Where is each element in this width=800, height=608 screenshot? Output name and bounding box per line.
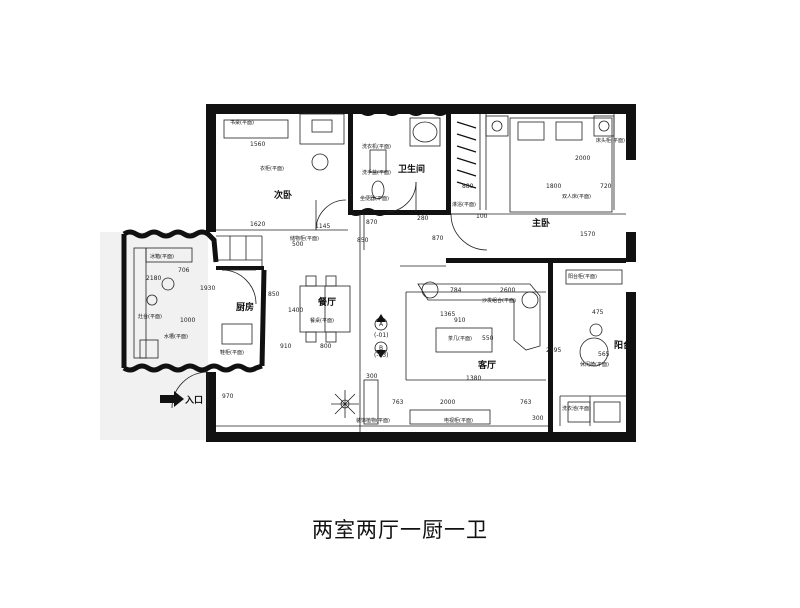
- dim: 1000: [180, 317, 195, 324]
- room-second-bedroom: 次卧: [274, 189, 292, 201]
- tag-basin: 洗手盆(平面): [362, 169, 391, 176]
- dim: 2600: [500, 287, 515, 294]
- dim: 2180: [146, 275, 161, 282]
- tag-wash-sink: 洗衣池(平面): [562, 405, 591, 412]
- room-dining: 餐厅: [317, 296, 336, 308]
- dim: 850: [268, 291, 280, 298]
- section-a-ref: (-01): [374, 332, 388, 339]
- section-b-ref: (-03): [374, 352, 388, 359]
- dim: 300: [532, 415, 544, 422]
- plan-caption: 两室两厅一厨一卫: [312, 518, 488, 542]
- room-bathroom: 卫生间: [398, 163, 425, 175]
- dim: 800: [320, 343, 332, 350]
- entry-arrow-icon: [160, 391, 184, 407]
- room-living: 客厅: [477, 359, 496, 371]
- dim: 850: [357, 237, 369, 244]
- furniture: [133, 113, 623, 425]
- tag-shower: 淋浴(平面): [452, 201, 476, 208]
- tag-bedside: 床头柜(平面): [596, 137, 625, 144]
- entry-label: 入口: [184, 395, 203, 406]
- dim: 870: [366, 219, 378, 226]
- tag-tea-table: 茶几(平面): [448, 335, 472, 342]
- dim: 910: [454, 317, 466, 324]
- tag-washer: 洗衣机(平面): [362, 143, 391, 150]
- dim: 565: [598, 351, 610, 358]
- tag-plant: 装饰植物(平面): [356, 417, 390, 424]
- dim: 1145: [315, 223, 330, 230]
- tag-cabinet: 储物柜(平面): [290, 235, 319, 242]
- tag-toilet: 坐便器(平面): [360, 195, 389, 202]
- bathroom-walls: [348, 108, 448, 216]
- dim: 300: [366, 373, 378, 380]
- dim: 100: [476, 213, 488, 220]
- tag-desk: 书桌(平面): [230, 119, 254, 126]
- tag-dining-table: 餐桌(平面): [310, 317, 334, 324]
- tag-sofa: 沙发组合(平面): [482, 297, 516, 304]
- dim: 1620: [250, 221, 265, 228]
- dim: 970: [222, 393, 234, 400]
- dim: 2395: [546, 347, 561, 354]
- dim: 706: [178, 267, 190, 274]
- dim: 880: [462, 183, 474, 190]
- kitchen-walls: [121, 229, 267, 373]
- dim: 763: [520, 399, 532, 406]
- dim: 784: [450, 287, 462, 294]
- dim: 1570: [580, 231, 595, 238]
- tag-tv-cabinet: 电视柜(平面): [444, 417, 473, 424]
- dim: 500: [292, 241, 304, 248]
- entry-shade: [100, 232, 208, 440]
- dim: 475: [592, 309, 604, 316]
- dim: 1560: [250, 141, 265, 148]
- doors: [171, 181, 488, 409]
- dim: 2000: [575, 155, 590, 162]
- furniture-tags: 书桌(平面) 衣柜(平面) 储物柜(平面) 洗衣机(平面) 洗手盆(平面) 坐便…: [138, 119, 625, 424]
- tag-wardrobe: 衣柜(平面): [260, 165, 284, 172]
- interior-lines: [216, 114, 626, 432]
- section-b-letter: B: [379, 345, 383, 352]
- walls: [206, 104, 636, 442]
- tag-fridge: 冰箱(平面): [150, 253, 174, 260]
- tag-stove: 灶台(平面): [138, 313, 162, 320]
- dim: 280: [417, 215, 429, 222]
- dim: 910: [280, 343, 292, 350]
- tag-shoe-cabinet: 鞋柜(平面): [220, 349, 244, 356]
- dim: 1800: [546, 183, 561, 190]
- dim: 1930: [200, 285, 215, 292]
- tag-leisure-chair: 休闲椅(平面): [580, 361, 609, 368]
- plant-icon: [331, 390, 359, 418]
- dim: 1365: [440, 311, 455, 318]
- tag-balcony-cabinet: 阳台柜(平面): [568, 273, 597, 280]
- tag-double-bed: 双人床(平面): [562, 193, 591, 200]
- room-balcony: 阳台: [614, 339, 632, 351]
- dim: 720: [600, 183, 612, 190]
- dim: 1380: [466, 375, 481, 382]
- room-master-bedroom: 主卧: [532, 217, 550, 229]
- tag-sink: 水槽(平面): [164, 333, 188, 340]
- dim: 763: [392, 399, 404, 406]
- dim: 870: [432, 235, 444, 242]
- section-a-letter: A: [379, 321, 384, 328]
- dim: 550: [482, 335, 494, 342]
- dimension-labels: 1560 1620 1145 500 850 870 280 870 100 1…: [146, 141, 612, 422]
- wardrobe-hatch: [456, 121, 477, 189]
- room-kitchen: 厨房: [236, 301, 254, 313]
- section-markers: [374, 314, 388, 358]
- dim: 1400: [288, 307, 303, 314]
- dim: 2000: [440, 399, 455, 406]
